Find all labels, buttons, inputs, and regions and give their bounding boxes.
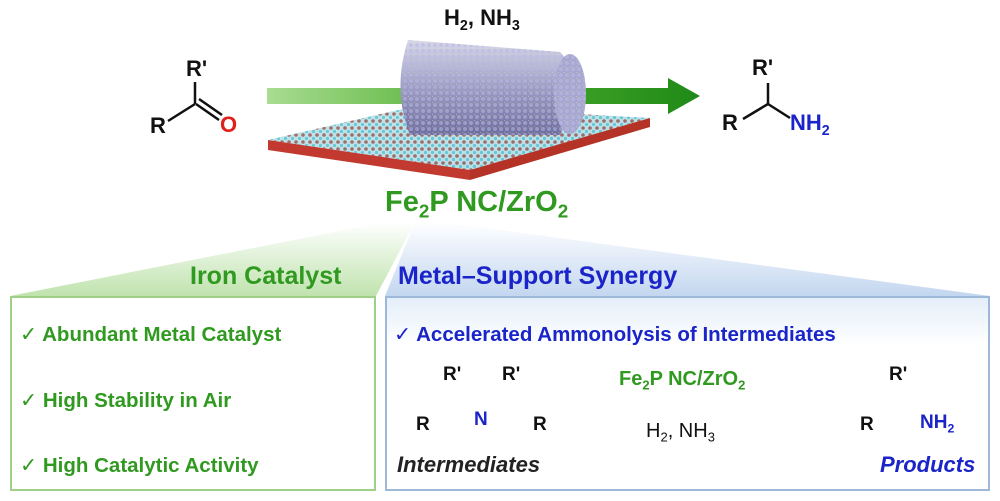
arrow-conditions-label: H2, NH3 bbox=[646, 420, 715, 445]
products-label: Products bbox=[880, 452, 976, 477]
left-item-3: ✓ High Catalytic Activity bbox=[20, 454, 259, 477]
small-amine-nh2: NH2 bbox=[920, 412, 955, 436]
iron-catalyst-panel bbox=[10, 296, 376, 491]
ketone-r-prime: R' bbox=[186, 56, 208, 81]
left-item-1: ✓ Abundant Metal Catalyst bbox=[20, 323, 282, 346]
support-slab-front bbox=[268, 140, 470, 180]
ketone-oxygen: O bbox=[220, 112, 238, 137]
amine-nh2: NH2 bbox=[790, 110, 830, 139]
imine-r1-prime: R' bbox=[443, 364, 462, 385]
support-slab-side bbox=[470, 118, 650, 180]
synergy-panel bbox=[385, 296, 990, 491]
ketone-structure bbox=[167, 82, 223, 123]
amine-structure bbox=[742, 83, 791, 121]
imine-nitrogen: N bbox=[474, 409, 488, 430]
conditions-label: H2, NH3 bbox=[444, 5, 520, 34]
blue-funnel bbox=[385, 222, 990, 296]
imine-r2: R bbox=[533, 414, 547, 435]
intermediates-label: Intermediates bbox=[397, 452, 541, 477]
right-item-1: ✓ Accelerated Ammonolysis of Intermediat… bbox=[394, 323, 836, 346]
small-amine-r: R bbox=[860, 414, 874, 435]
imine-r1: R bbox=[416, 414, 430, 435]
amine-r-prime: R' bbox=[752, 55, 774, 80]
left-item-2: ✓ High Stability in Air bbox=[20, 389, 232, 412]
iron-catalyst-heading: Iron Catalyst bbox=[190, 262, 342, 290]
small-amine-r-prime: R' bbox=[889, 364, 908, 385]
catalyst-label: Fe2P NC/ZrO2 bbox=[385, 186, 569, 222]
ketone-r: R bbox=[150, 113, 166, 138]
synergy-heading: Metal–Support Synergy bbox=[398, 262, 678, 290]
imine-r2-prime: R' bbox=[502, 364, 521, 385]
arrow-catalyst-label: Fe2P NC/ZrO2 bbox=[619, 368, 746, 393]
amine-r: R bbox=[722, 110, 738, 135]
green-funnel bbox=[10, 222, 415, 296]
